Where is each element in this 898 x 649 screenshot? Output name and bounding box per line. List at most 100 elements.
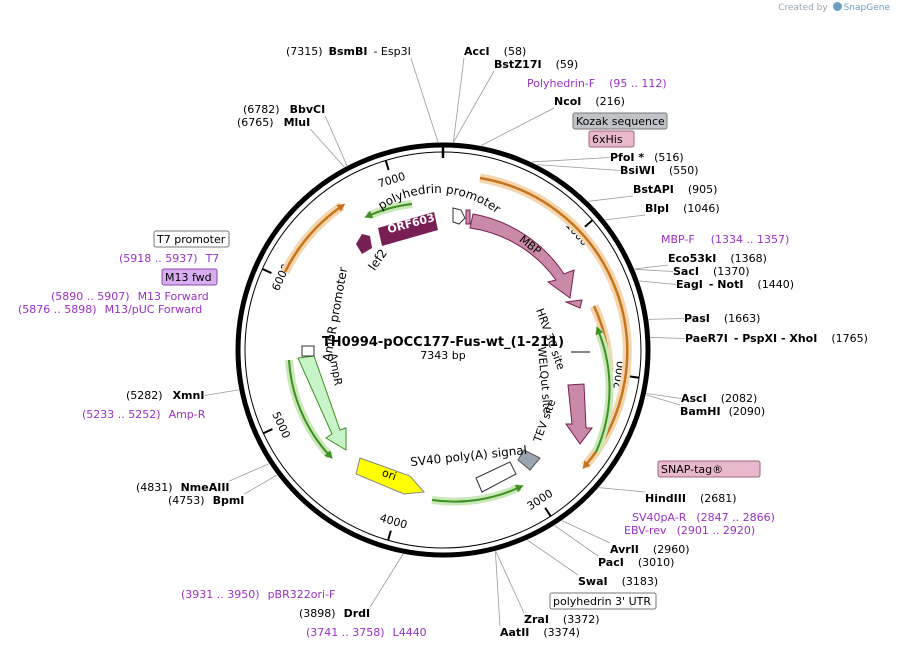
enzyme-nmeaiii[interactable]: (4831)NmeAIII bbox=[136, 481, 230, 494]
hrv3c-feature bbox=[564, 299, 583, 309]
enzyme-pfoi[interactable]: PfoI *(516) bbox=[610, 151, 684, 164]
enzyme-aatii[interactable]: AatII(3374) bbox=[500, 626, 580, 639]
plasmid-length: 7343 bp bbox=[420, 349, 465, 362]
enzyme-bstz17i[interactable]: BstZ17I(59) bbox=[494, 58, 578, 71]
t7-promoter-box bbox=[153, 230, 230, 248]
enzyme-labels: (7315)BsmBI- Esp3I AccI(58) BstZ17I(59) … bbox=[126, 45, 868, 639]
leader-line-bstz17i bbox=[453, 70, 495, 143]
snap-orf-arc bbox=[595, 326, 611, 453]
polyh-utr-label: polyhedrin 3' UTR bbox=[553, 595, 651, 608]
leader-line-blpi bbox=[605, 214, 646, 221]
leader-line-avrii bbox=[561, 520, 611, 544]
his-label: 6xHis bbox=[592, 133, 623, 146]
his-box bbox=[588, 130, 635, 148]
primer-m13puc-forward[interactable]: (5876 .. 5898)M13/pUC Forward bbox=[18, 303, 202, 316]
scale-tick-2000 bbox=[629, 375, 640, 379]
primer-polyhedrin-f[interactable]: Polyhedrin-F(95 .. 112) bbox=[527, 77, 667, 90]
enzyme-eagi[interactable]: EagI- NotI(1440) bbox=[676, 278, 794, 291]
scale-label-4000: 4000 bbox=[378, 511, 409, 531]
primer-sv40pa-r[interactable]: SV40pA-R(2847 .. 2866) bbox=[632, 511, 775, 524]
enzyme-bsmbi[interactable]: (7315)BsmBI- Esp3I bbox=[286, 45, 411, 58]
scale-label-3000: 3000 bbox=[525, 487, 556, 513]
tev-feature bbox=[565, 383, 593, 445]
backbone bbox=[235, 142, 651, 558]
primer-t7[interactable]: (5918 .. 5937)T7 bbox=[119, 252, 219, 265]
feature-shapes: ORF603 MBP ori bbox=[297, 207, 593, 495]
enzyme-bsiwi[interactable]: BsiWI(550) bbox=[620, 164, 699, 177]
leader-line-paer7i bbox=[650, 337, 686, 339]
leader-line-paci bbox=[554, 525, 599, 557]
feature-labels: polyhedrin promoter lef2 AmpR promoter A… bbox=[320, 182, 568, 469]
leader-line-nmeaiii bbox=[229, 463, 270, 482]
enzyme-acci[interactable]: AccI(58) bbox=[464, 45, 526, 58]
enzyme-hindiii[interactable]: HindIII(2681) bbox=[645, 492, 737, 505]
enzyme-saci[interactable]: SacI(1370) bbox=[673, 265, 750, 278]
leader-line-aatii bbox=[494, 551, 501, 627]
scale-tick-6000 bbox=[261, 268, 272, 274]
orf603-orf-arc bbox=[364, 203, 413, 219]
enzyme-avrii[interactable]: AvrII(2960) bbox=[610, 543, 689, 556]
scale-label-7000: 7000 bbox=[376, 170, 407, 191]
primer-amp-r[interactable]: (5233 .. 5252)Amp-R bbox=[82, 408, 206, 421]
leader-line-bamhi bbox=[645, 394, 681, 406]
scale-tick-1000 bbox=[584, 219, 594, 228]
scale-tick-4000 bbox=[387, 530, 392, 541]
leader-line-mlui bbox=[309, 128, 345, 168]
primer-ebv-rev[interactable]: EBV-rev(2901 .. 2920) bbox=[624, 524, 755, 537]
leader-line-bsmbi bbox=[410, 57, 439, 143]
leader-line-eco53ki bbox=[634, 264, 669, 270]
leader-line-xmni bbox=[204, 389, 239, 396]
primer-m13-forward[interactable]: (5890 .. 5907)M13 Forward bbox=[51, 290, 209, 303]
boxed-feature-labels: Kozak sequence 6xHis SNAP-tag® polyhedri… bbox=[153, 112, 761, 610]
scale-tick-7000 bbox=[384, 160, 390, 171]
enzyme-blpi[interactable]: BlpI(1046) bbox=[645, 202, 720, 215]
t7-promoter-label: T7 promoter bbox=[156, 233, 226, 246]
snap-arc bbox=[479, 176, 629, 470]
leader-line-asci bbox=[646, 393, 682, 399]
enzyme-zrai[interactable]: ZraI(3372) bbox=[524, 613, 600, 626]
enzyme-mlui[interactable]: (6765)MluI bbox=[237, 116, 310, 129]
enzyme-eco53ki[interactable]: Eco53kI(1368) bbox=[668, 252, 767, 265]
lef2-label: lef2 bbox=[366, 246, 390, 273]
enzyme-ncoi[interactable]: NcoI(216) bbox=[554, 95, 625, 108]
orf603-tip bbox=[356, 234, 372, 254]
kozak-label: Kozak sequence bbox=[576, 115, 665, 128]
ori-feature bbox=[355, 457, 426, 495]
enzyme-paer7i[interactable]: PaeR7I- PspXI - XhoI(1765) bbox=[685, 332, 868, 345]
leader-line-drdi bbox=[369, 553, 404, 608]
leader-line-pfoi bbox=[531, 157, 611, 163]
enzyme-bpmi[interactable]: (4753)BpmI bbox=[168, 494, 244, 507]
ampr-feature bbox=[297, 355, 347, 451]
enzyme-pasi[interactable]: PasI(1663) bbox=[684, 312, 760, 325]
polyh-utr-box bbox=[549, 592, 657, 610]
leader-line-zrai bbox=[495, 551, 525, 614]
enzyme-asci[interactable]: AscI(2082) bbox=[681, 392, 757, 405]
leader-line-hindiii bbox=[598, 487, 646, 493]
ampr-label: AmpR bbox=[326, 352, 345, 387]
leader-line-ncoi bbox=[481, 107, 555, 146]
enzyme-xmni[interactable]: (5282)XmnI bbox=[126, 389, 204, 402]
enzyme-drdi[interactable]: (3898)DrdI bbox=[299, 607, 370, 620]
his-tag-feature bbox=[465, 209, 471, 225]
orange-left-arc bbox=[283, 203, 346, 273]
orange-left-halo bbox=[280, 202, 345, 275]
credit-brand: SnapGene bbox=[843, 3, 890, 13]
leader-line-bpmi bbox=[244, 474, 278, 495]
enzyme-swai[interactable]: SwaI(3183) bbox=[578, 575, 658, 588]
primer-labels: Polyhedrin-F(95 .. 112) MBP-F(1334 .. 13… bbox=[18, 77, 789, 639]
enzyme-bstapi[interactable]: BstAPI(905) bbox=[633, 183, 717, 196]
primer-mbp-f[interactable]: MBP-F(1334 .. 1357) bbox=[661, 233, 789, 246]
scale-tick-3000 bbox=[544, 507, 552, 517]
enzyme-paci[interactable]: PacI(3010) bbox=[598, 556, 674, 569]
snapgene-credit: Created by SnapGene bbox=[778, 2, 890, 13]
mbp-feature bbox=[469, 213, 575, 299]
enzyme-bamhi[interactable]: BamHI(2090) bbox=[680, 405, 765, 418]
primer-pbr322ori-f[interactable]: (3931 .. 3950)pBR322ori-F bbox=[181, 588, 335, 601]
snap-box bbox=[657, 460, 761, 478]
enzyme-bbvci[interactable]: (6782)BbvCI bbox=[243, 103, 325, 116]
snapgene-logo-icon bbox=[832, 2, 842, 11]
orf603-feature bbox=[378, 212, 438, 246]
primer-l4440[interactable]: (3741 .. 3758)L4440 bbox=[306, 626, 427, 639]
ampr-orf-arc bbox=[288, 359, 333, 459]
